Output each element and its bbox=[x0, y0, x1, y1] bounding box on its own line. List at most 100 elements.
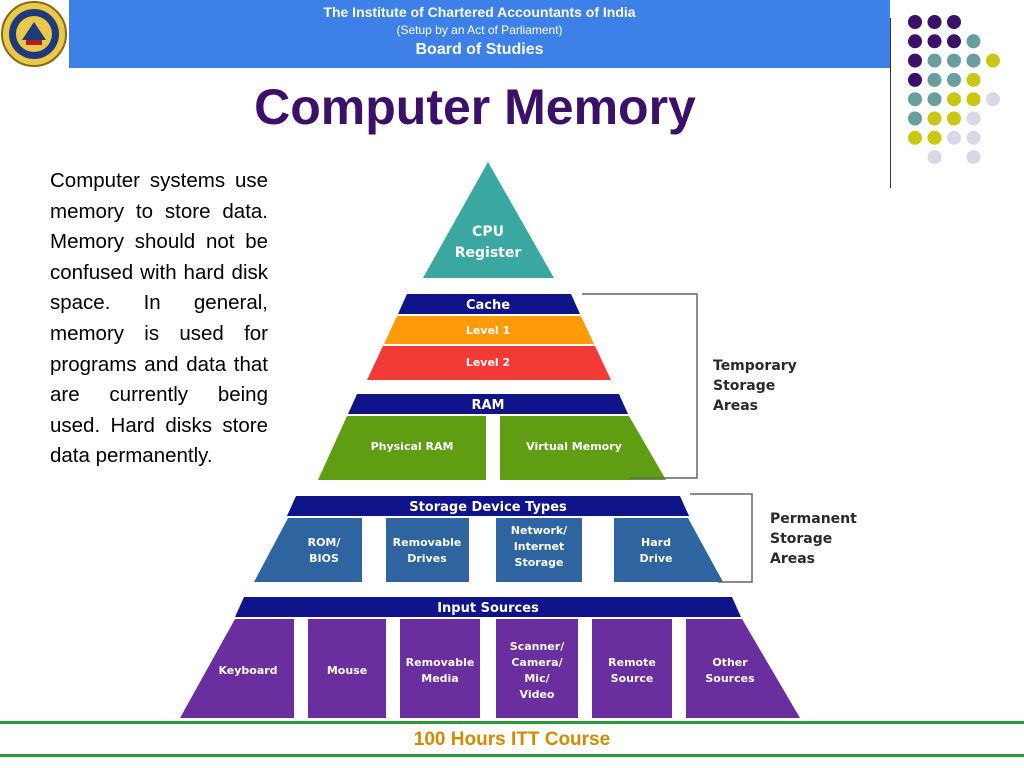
input-scanner-l2: Camera/ bbox=[511, 656, 563, 669]
footer-rule-top bbox=[0, 721, 1024, 724]
storage-rom-l2: BIOS bbox=[309, 552, 339, 565]
storage-network-l1: Network/ bbox=[511, 524, 568, 537]
storage-hard-l2: Drive bbox=[640, 552, 673, 565]
storage-removable bbox=[386, 518, 469, 582]
decorative-dot bbox=[947, 92, 961, 107]
decorative-dot bbox=[947, 111, 961, 126]
storage-network-l2: Internet bbox=[514, 540, 565, 553]
decorative-dot bbox=[986, 92, 1000, 107]
storage-label: Storage Device Types bbox=[409, 500, 567, 515]
decorative-dot bbox=[927, 150, 942, 165]
cpu-tier bbox=[423, 162, 554, 278]
input-removable-l2: Media bbox=[421, 672, 458, 685]
permanent-label-l2: Storage bbox=[770, 531, 832, 547]
icai-logo bbox=[1, 1, 67, 67]
input-remote bbox=[592, 619, 672, 718]
input-scanner-l4: Video bbox=[520, 688, 555, 701]
temporary-label-l2: Storage bbox=[713, 378, 775, 394]
cache-level2 bbox=[367, 346, 611, 380]
decorative-dot bbox=[927, 130, 942, 145]
decorative-dot bbox=[908, 111, 922, 126]
decorative-dot bbox=[947, 53, 961, 68]
decorative-dots bbox=[908, 15, 1000, 165]
cpu-label-line2: Register bbox=[455, 245, 522, 261]
input-mouse-l1: Mouse bbox=[327, 664, 367, 677]
decorative-dot bbox=[908, 92, 922, 107]
storage-removable-l2: Drives bbox=[407, 552, 447, 565]
storage-rom bbox=[254, 518, 362, 582]
input-keyboard-l1: Keyboard bbox=[218, 664, 277, 677]
input-scanner-l1: Scanner/ bbox=[510, 640, 565, 653]
permanent-label-l3: Areas bbox=[770, 551, 815, 567]
cache-level1-label: Level 1 bbox=[466, 324, 510, 337]
decorative-dot bbox=[947, 130, 961, 145]
cache-label: Cache bbox=[466, 298, 510, 313]
footer-rule-bottom bbox=[0, 754, 1024, 757]
decorative-dot bbox=[927, 15, 942, 29]
storage-hard-l1: Hard bbox=[641, 536, 671, 549]
ram-band bbox=[348, 394, 628, 414]
decorative-dot bbox=[927, 92, 942, 107]
input-keyboard bbox=[180, 619, 294, 718]
decorative-dot bbox=[908, 15, 922, 29]
input-label: Input Sources bbox=[437, 601, 539, 616]
ram-label: RAM bbox=[471, 398, 504, 413]
cpu-label-line1: CPU bbox=[472, 224, 504, 240]
storage-band bbox=[287, 496, 689, 516]
decorative-dot bbox=[908, 72, 922, 87]
decorative-dot bbox=[927, 53, 942, 68]
input-remote-l2: Source bbox=[611, 672, 654, 685]
input-band bbox=[235, 597, 741, 617]
ram-virtual-label: Virtual Memory bbox=[526, 440, 622, 453]
board-name: Board of Studies bbox=[415, 41, 544, 58]
decorative-dot bbox=[927, 111, 942, 126]
memory-pyramid-diagram: CPU Register Cache Level 1 Level 2 RAM P… bbox=[180, 162, 857, 718]
org-subtitle: (Setup by an Act of Parliament) bbox=[396, 23, 563, 37]
input-other bbox=[686, 619, 800, 718]
footer-text: 100 Hours ITT Course bbox=[413, 729, 611, 750]
permanent-bracket bbox=[690, 493, 753, 583]
decorative-dot bbox=[947, 15, 961, 29]
decorative-dot bbox=[947, 72, 961, 87]
storage-network bbox=[496, 518, 582, 582]
header-band: The Institute of Chartered Accountants o… bbox=[69, 0, 890, 68]
input-mouse bbox=[308, 619, 386, 718]
decorative-dot bbox=[908, 34, 922, 49]
decorative-dot bbox=[908, 53, 922, 68]
temporary-label-l1: Temporary bbox=[713, 358, 797, 374]
decorative-dot bbox=[927, 34, 942, 49]
input-removable bbox=[400, 619, 480, 718]
storage-removable-l1: Removable bbox=[393, 536, 462, 549]
decorative-dot bbox=[966, 130, 981, 145]
decorative-dot bbox=[947, 34, 961, 49]
permanent-label-l1: Permanent bbox=[770, 511, 857, 527]
input-other-l2: Sources bbox=[705, 672, 755, 685]
ram-physical bbox=[318, 416, 486, 480]
input-removable-l1: Removable bbox=[406, 656, 475, 669]
decorative-dot bbox=[966, 111, 981, 126]
input-other-l1: Other bbox=[712, 656, 748, 669]
decorative-dot bbox=[966, 150, 981, 165]
ram-physical-label: Physical RAM bbox=[371, 440, 454, 453]
input-scanner bbox=[496, 619, 578, 718]
decorative-dot bbox=[986, 53, 1000, 68]
cache-band bbox=[398, 294, 580, 314]
cache-level2-label: Level 2 bbox=[466, 356, 510, 369]
input-remote-l1: Remote bbox=[608, 656, 656, 669]
decorative-dot bbox=[966, 72, 981, 87]
decorative-dot bbox=[966, 92, 981, 107]
storage-network-l3: Storage bbox=[515, 556, 564, 569]
decorative-dot bbox=[908, 130, 922, 145]
decorative-dot bbox=[927, 72, 942, 87]
decorative-dot bbox=[966, 34, 981, 49]
storage-hard bbox=[614, 518, 723, 582]
cache-level1 bbox=[384, 316, 594, 344]
header-divider bbox=[890, 18, 891, 188]
org-name: The Institute of Chartered Accountants o… bbox=[323, 4, 636, 20]
page-title: Computer Memory bbox=[254, 79, 696, 135]
ram-virtual bbox=[500, 416, 666, 480]
input-scanner-l3: Mic/ bbox=[524, 672, 550, 685]
decorative-dot bbox=[966, 53, 981, 68]
body-text: Computer systems use memory to store dat… bbox=[50, 169, 268, 468]
storage-rom-l1: ROM/ bbox=[308, 536, 342, 549]
